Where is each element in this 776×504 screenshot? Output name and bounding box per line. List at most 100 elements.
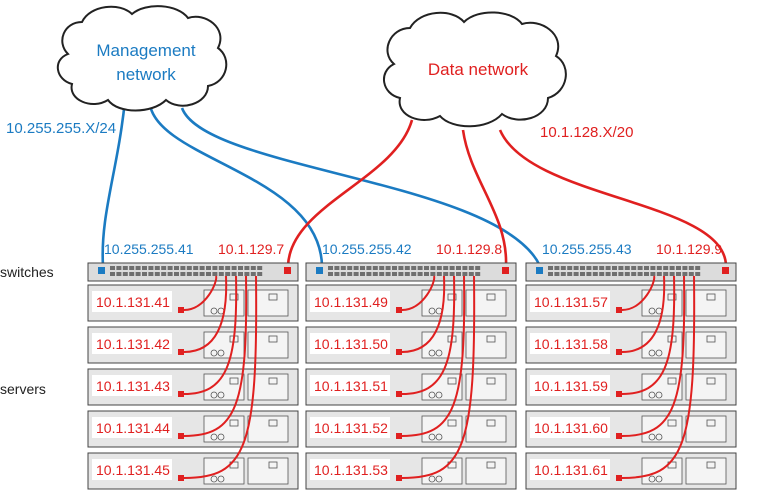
switch-port: [238, 272, 243, 276]
switch-data-ip-label: 10.1.129.7: [218, 241, 284, 257]
server-data-cable: [621, 275, 676, 395]
power-socket-icon: [229, 293, 239, 301]
switch-port: [424, 272, 429, 276]
serial-port-icon: [217, 475, 225, 483]
data-link-rack-2: [461, 129, 508, 267]
power-supply: [465, 289, 507, 317]
server: 10.1.131.45: [87, 275, 299, 490]
network-switch: [525, 262, 737, 282]
power-supply: [685, 289, 727, 317]
power-socket-icon: [667, 377, 677, 385]
switch-port: [110, 272, 115, 276]
power-socket-icon: [486, 377, 496, 385]
switch-mgmt-port: [316, 267, 323, 274]
switch-port: [340, 272, 346, 276]
switch-port: [379, 272, 385, 276]
switch-port: [167, 272, 173, 276]
switch-port: [372, 272, 378, 276]
switch-port: [360, 272, 365, 276]
switch-port: [110, 266, 115, 270]
power-supply: [685, 415, 727, 443]
servers-side-label: servers: [0, 381, 46, 397]
serial-port-icon: [648, 433, 656, 441]
power-socket-icon: [447, 293, 457, 301]
switch-port: [443, 266, 449, 270]
switch-port: [554, 266, 560, 270]
power-socket-icon: [268, 377, 278, 385]
data-link-rack-3: [498, 129, 728, 267]
data-subnet-label: 10.1.128.X/20: [540, 124, 633, 141]
switch-port: [631, 272, 637, 276]
server-data-cable: [621, 275, 666, 353]
server: 10.1.131.58: [525, 275, 737, 364]
management-subnet-label: 10.255.255.X/24: [6, 120, 116, 137]
power-socket-icon: [706, 293, 716, 301]
switch-port: [599, 266, 605, 270]
switch-port: [161, 272, 167, 276]
server-ip-label: 10.1.131.57: [534, 294, 608, 310]
switch-port: [618, 272, 624, 276]
management-cloud-line-2: network: [116, 65, 176, 84]
data-link-rack-1: [286, 119, 414, 267]
management-cloud-line-1: Management: [96, 41, 196, 60]
switch-port: [417, 272, 423, 276]
switch-port: [244, 266, 250, 270]
switch-port: [650, 266, 656, 270]
mgmt-link-rack-2: [148, 104, 324, 267]
switch-port: [624, 266, 630, 270]
switch-port: [430, 266, 436, 270]
server: 10.1.131.44: [87, 275, 299, 448]
switch-port: [353, 272, 359, 276]
server-nic-port: [396, 349, 402, 355]
server-nic-port: [616, 307, 622, 313]
switch-port: [592, 266, 598, 270]
server-ip-label-box: [92, 417, 172, 438]
serial-port-icon: [217, 433, 225, 441]
switch-port: [122, 266, 128, 270]
power-socket-icon: [706, 335, 716, 343]
server-ip-label-box: [530, 291, 610, 312]
switch-port: [573, 272, 579, 276]
power-socket-icon: [229, 377, 239, 385]
switch-port: [548, 272, 553, 276]
server-ip-label-box: [92, 333, 172, 354]
switch-port: [580, 266, 585, 270]
power-socket-icon: [486, 293, 496, 301]
server-data-cable: [401, 275, 456, 395]
switch-mgmt-port: [536, 267, 543, 274]
server-data-cable: [183, 275, 228, 353]
serial-port-icon: [210, 307, 218, 315]
switch-port: [637, 266, 643, 270]
switch-port: [612, 266, 617, 270]
switch-port: [468, 272, 474, 276]
server-ip-label: 10.1.131.49: [314, 294, 388, 310]
switch-port: [193, 266, 199, 270]
server-data-cable: [183, 275, 218, 311]
switch-port: [695, 272, 701, 276]
server: 10.1.131.57: [525, 275, 737, 322]
switch-port: [161, 266, 167, 270]
switch-port: [218, 266, 224, 270]
server-ip-label: 10.1.131.43: [96, 378, 170, 394]
server-ip-label: 10.1.131.58: [534, 336, 608, 352]
switch-port: [424, 266, 429, 270]
server-ip-label-box: [530, 375, 610, 396]
switch-port: [244, 272, 250, 276]
power-socket-icon: [706, 377, 716, 385]
switch-port: [231, 272, 237, 276]
server-data-cable: [183, 275, 238, 395]
switch-port: [398, 272, 404, 276]
power-supply: [247, 457, 289, 485]
server-ip-label-box: [530, 459, 610, 480]
switch-port: [199, 272, 205, 276]
switch-port: [669, 266, 675, 270]
switch-uplink-port: [502, 267, 509, 274]
switch-port: [379, 266, 385, 270]
switch-port: [392, 272, 397, 276]
serial-port-icon: [428, 349, 436, 357]
server-nic-port: [616, 433, 622, 439]
management-network-cloud: Management network: [57, 5, 228, 112]
switch-port: [392, 266, 397, 270]
switch-port: [250, 266, 256, 270]
